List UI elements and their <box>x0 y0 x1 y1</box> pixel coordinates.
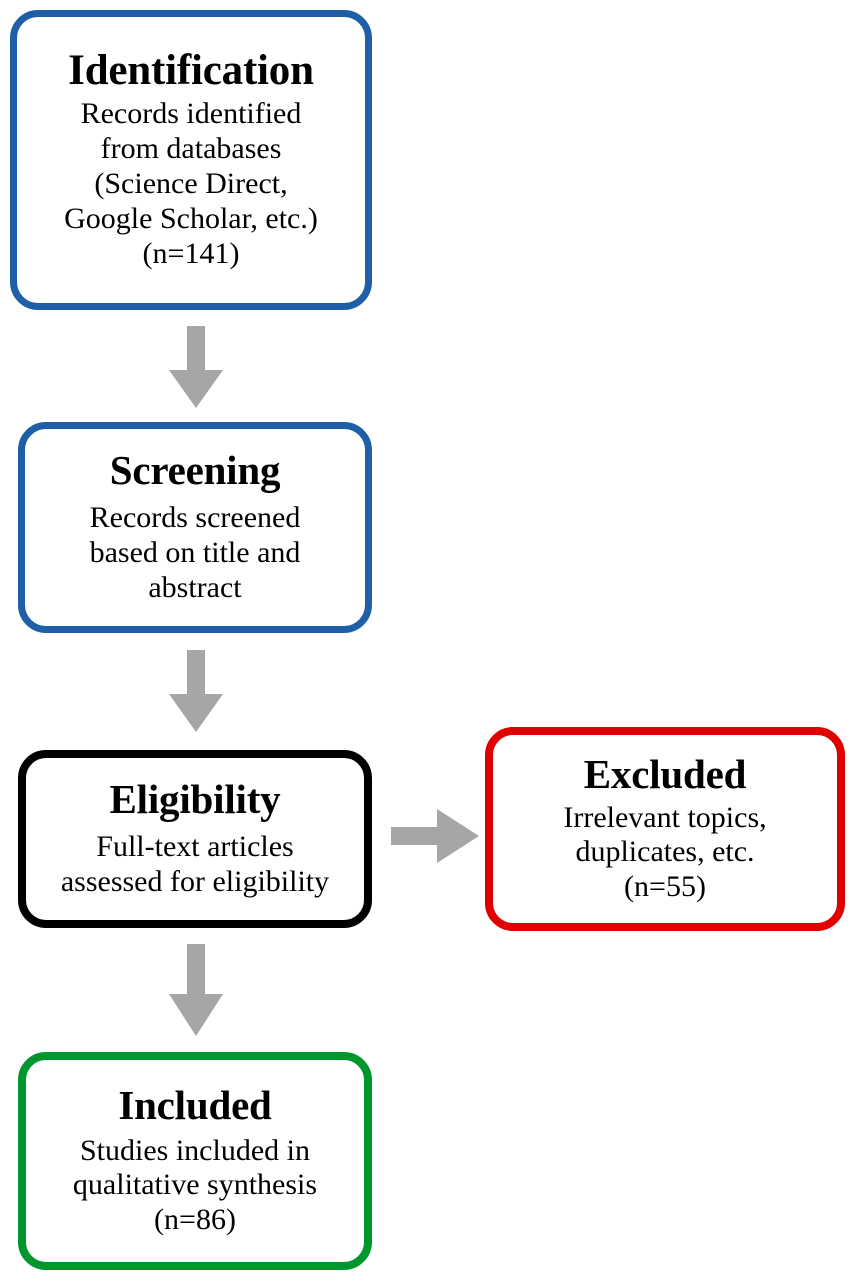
node-eligibility: Eligibility Full-text articles assessed … <box>18 750 372 928</box>
node-screening-body: Records screened based on title and abst… <box>90 501 301 605</box>
node-included: Included Studies included in qualitative… <box>18 1052 372 1270</box>
node-identification-line-3: (Science Direct, <box>94 166 288 200</box>
node-eligibility-heading: Eligibility <box>109 776 281 823</box>
node-included-body: Studies included in qualitative synthesi… <box>73 1134 317 1238</box>
arrow-down-icon-identification-to-screening <box>165 326 227 408</box>
arrow-down-icon-eligibility-to-included <box>165 944 227 1036</box>
node-eligibility-line-2: assessed for eligibility <box>60 864 330 898</box>
node-excluded-line-2: duplicates, etc. <box>575 835 755 869</box>
arrow-down-icon-screening-to-eligibility <box>165 650 227 732</box>
arrow-right-icon-eligibility-to-excluded <box>391 805 479 867</box>
node-screening-heading: Screening <box>109 447 281 494</box>
node-screening-line-1: Records screened <box>89 501 301 535</box>
node-included-line-1: Studies included in <box>80 1133 310 1167</box>
node-excluded-count: (n=55) <box>624 870 706 904</box>
node-identification-line-4: Google Scholar, etc.) <box>64 201 318 235</box>
node-identification-count: (n=141) <box>142 236 240 270</box>
node-screening-line-3: abstract <box>148 570 242 604</box>
node-identification: Identification Records identified from d… <box>10 10 372 310</box>
node-identification-body: Records identified from databases (Scien… <box>64 97 318 271</box>
node-excluded-heading: Excluded <box>583 750 747 797</box>
node-excluded: Excluded Irrelevant topics, duplicates, … <box>485 727 845 931</box>
node-identification-line-1: Records identified <box>80 97 302 131</box>
node-screening: Screening Records screened based on titl… <box>18 422 372 633</box>
node-excluded-line-1: Irrelevant topics, <box>563 800 767 834</box>
node-screening-line-2: based on title and <box>89 535 301 569</box>
node-identification-line-2: from databases <box>100 132 282 166</box>
node-identification-heading: Identification <box>68 46 314 94</box>
node-eligibility-body: Full-text articles assessed for eligibil… <box>61 830 329 900</box>
node-included-count: (n=86) <box>154 1203 236 1237</box>
node-excluded-body: Irrelevant topics, duplicates, etc. (n=5… <box>563 801 766 905</box>
node-included-line-2: qualitative synthesis <box>72 1168 318 1202</box>
node-eligibility-line-1: Full-text articles <box>96 830 294 864</box>
node-included-heading: Included <box>118 1081 272 1128</box>
